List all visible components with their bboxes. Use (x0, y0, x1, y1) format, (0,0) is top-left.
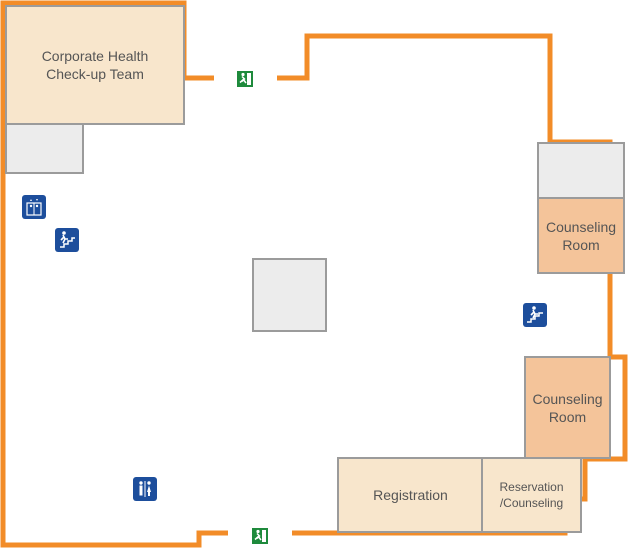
restroom-icon (133, 477, 157, 501)
room-counseling-2[interactable]: Counseling Room (524, 356, 611, 459)
room-registration[interactable]: Registration (337, 457, 484, 533)
central-pillar (252, 258, 327, 332)
room-label: Counseling Room (545, 218, 617, 253)
room-corporate-health[interactable]: Corporate Health Check-up Team (5, 5, 185, 125)
utility-block (5, 123, 84, 174)
utility-block (537, 142, 625, 199)
elevator-icon (22, 195, 46, 219)
room-label: Reservation /Counseling (499, 480, 564, 510)
stairs-icon (55, 228, 79, 252)
stairs-icon (523, 303, 547, 327)
emergency-exit-icon (248, 524, 272, 548)
room-label: Corporate Health Check-up Team (41, 48, 149, 82)
room-label: Counseling Room (532, 390, 603, 425)
room-counseling-1[interactable]: Counseling Room (537, 197, 625, 274)
room-label: Registration (373, 487, 448, 503)
room-reservation-counseling[interactable]: Reservation /Counseling (481, 457, 582, 533)
emergency-exit-icon (233, 67, 257, 91)
